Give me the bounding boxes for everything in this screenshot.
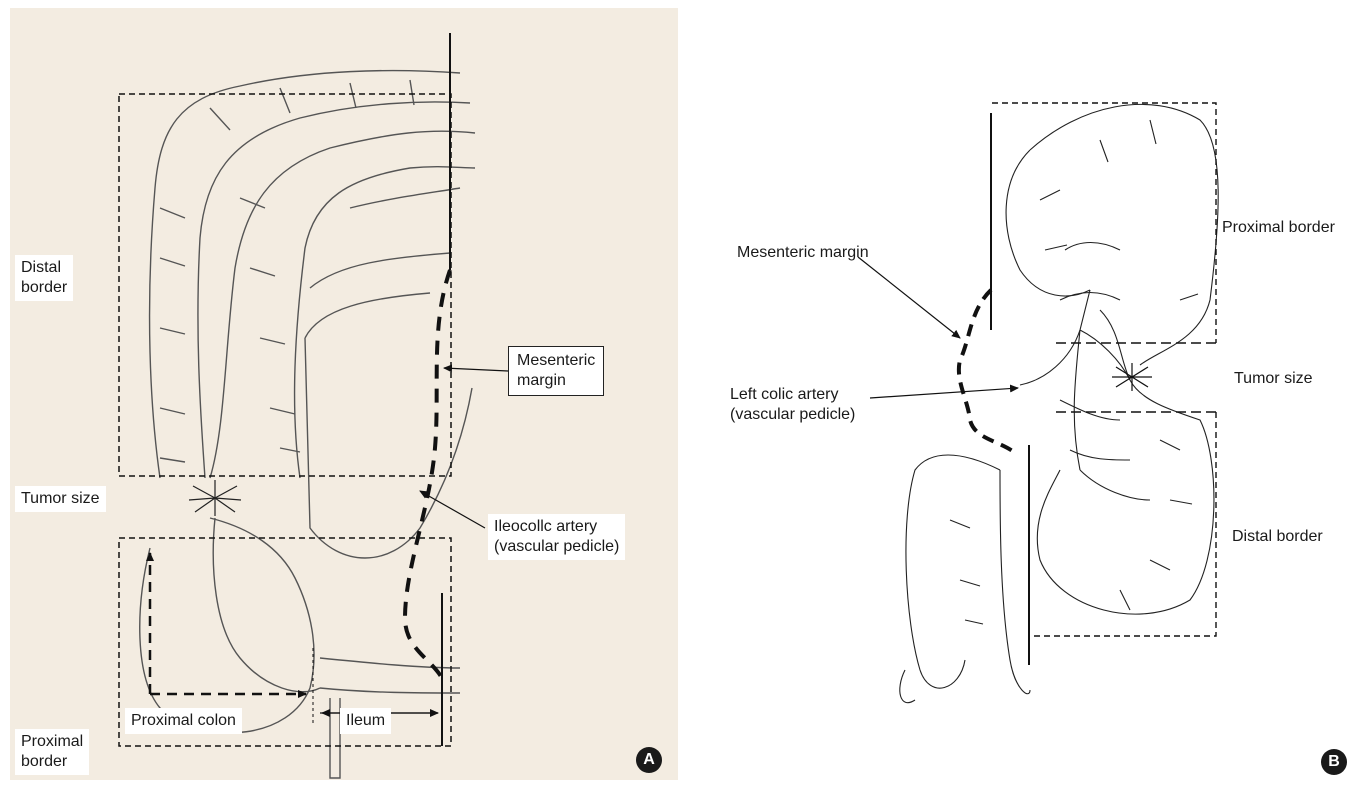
colon-sketch bbox=[140, 71, 475, 778]
distal-border-box bbox=[119, 94, 451, 476]
label-proximal-border-b: Proximal border bbox=[1222, 218, 1335, 238]
label-mesenteric-margin-b: Mesenteric margin bbox=[737, 243, 869, 263]
mesenteric-margin-curve bbox=[405, 270, 450, 678]
label-ileocolic-artery: Ileocollc artery (vascular pedicle) bbox=[488, 514, 625, 560]
label-distal-border: Distal border bbox=[15, 255, 73, 301]
label-ileum: Ileum bbox=[340, 708, 391, 734]
proximal-border-box-b bbox=[992, 103, 1216, 343]
colon-sketch-b bbox=[900, 104, 1218, 702]
label-proximal-colon: Proximal colon bbox=[125, 708, 242, 734]
mesenteric-margin-curve-b bbox=[959, 290, 1018, 455]
panel-badge-a: A bbox=[636, 747, 662, 773]
label-left-colic-artery: Left colic artery (vascular pedicle) bbox=[730, 385, 855, 425]
panel-b: Mesenteric margin Proximal border Tumor … bbox=[700, 0, 1362, 786]
panel-a: Distal border Tumor size Proximal border… bbox=[10, 8, 678, 780]
label-proximal-border-a: Proximal border bbox=[15, 729, 89, 775]
label-mesenteric-margin-a: Mesenteric margin bbox=[508, 346, 604, 396]
distal-border-box-b bbox=[1030, 412, 1216, 636]
label-tumor-size-b: Tumor size bbox=[1234, 369, 1313, 389]
label-distal-border-b: Distal border bbox=[1232, 527, 1323, 547]
panel-badge-b: B bbox=[1321, 749, 1347, 775]
label-tumor-size-a: Tumor size bbox=[15, 486, 106, 512]
